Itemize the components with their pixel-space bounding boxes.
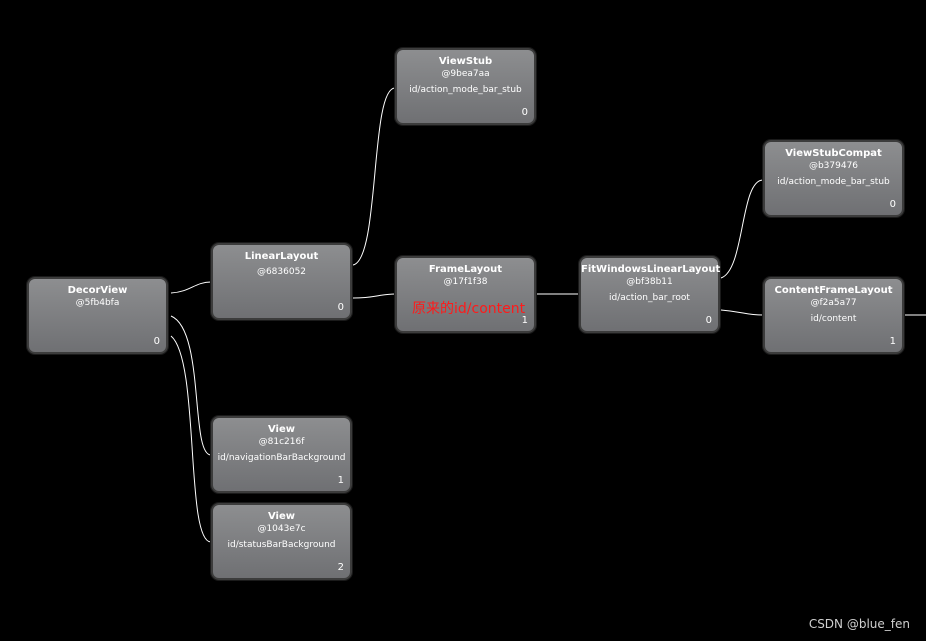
node-index: 0 bbox=[521, 107, 528, 118]
node-title: ViewStub bbox=[438, 56, 493, 67]
node-decorview[interactable]: DecorView @5fb4bfa 0 bbox=[27, 277, 168, 354]
node-index: 0 bbox=[705, 315, 712, 326]
node-hash: @b379476 bbox=[808, 161, 859, 171]
node-title: View bbox=[267, 511, 295, 522]
node-id: id/content bbox=[810, 314, 857, 324]
node-viewstubcompat[interactable]: ViewStubCompat @b379476 id/action_mode_b… bbox=[763, 140, 904, 217]
edge-fitwindows-viewstubcompat bbox=[720, 179, 764, 279]
edge-linearlayout-framelayout bbox=[352, 293, 396, 299]
node-title: DecorView bbox=[67, 285, 128, 296]
node-hash: @5fb4bfa bbox=[75, 298, 120, 308]
node-id: id/action_mode_bar_stub bbox=[409, 85, 522, 95]
node-index: 0 bbox=[889, 199, 896, 210]
edge-linearlayout-viewstub bbox=[352, 87, 396, 266]
node-fitwindowslinearlayout[interactable]: FitWindowsLinearLayout @bf38b11 id/actio… bbox=[579, 256, 720, 333]
node-index: 1 bbox=[889, 336, 896, 347]
node-hash: @bf38b11 bbox=[626, 277, 673, 287]
node-index: 2 bbox=[337, 562, 344, 573]
node-id: id/action_bar_root bbox=[609, 293, 690, 303]
node-hash: @81c216f bbox=[258, 437, 305, 447]
edge-decorview-view-status bbox=[170, 335, 212, 543]
node-title: View bbox=[267, 424, 295, 435]
node-hash: @f2a5a77 bbox=[810, 298, 857, 308]
node-id: id/statusBarBackground bbox=[227, 540, 336, 550]
node-view-statusbar[interactable]: View @1043e7c id/statusBarBackground 2 bbox=[211, 503, 352, 580]
node-index: 1 bbox=[337, 475, 344, 486]
node-hash: @9bea7aa bbox=[441, 69, 490, 79]
node-title: FitWindowsLinearLayout bbox=[581, 264, 721, 275]
edge-fitwindows-contentframe bbox=[720, 309, 764, 316]
node-index: 0 bbox=[337, 302, 344, 313]
csdn-watermark: CSDN @blue_fen bbox=[808, 617, 910, 631]
node-linearlayout[interactable]: LinearLayout @6836052 0 bbox=[211, 243, 352, 320]
node-view-navigationbar[interactable]: View @81c216f id/navigationBarBackground… bbox=[211, 416, 352, 493]
node-title: FrameLayout bbox=[428, 264, 503, 275]
node-id: id/action_mode_bar_stub bbox=[777, 177, 890, 187]
node-framelayout[interactable]: FrameLayout @17f1f38 1 bbox=[395, 256, 536, 333]
node-contentframelayout[interactable]: ContentFrameLayout @f2a5a77 id/content 1 bbox=[763, 277, 904, 354]
node-index: 0 bbox=[153, 336, 160, 347]
node-hash: @1043e7c bbox=[257, 524, 306, 534]
edge-decorview-view-nav bbox=[170, 315, 212, 456]
original-content-annotation: 原来的id/content bbox=[412, 301, 526, 317]
node-viewstub[interactable]: ViewStub @9bea7aa id/action_mode_bar_stu… bbox=[395, 48, 536, 125]
node-id: id/navigationBarBackground bbox=[217, 453, 346, 463]
node-hash: @17f1f38 bbox=[443, 277, 488, 287]
node-hash: @6836052 bbox=[256, 267, 307, 277]
node-index: 1 bbox=[521, 315, 528, 326]
node-title: LinearLayout bbox=[244, 251, 319, 262]
edge-decorview-linearlayout bbox=[170, 281, 212, 294]
node-title: ContentFrameLayout bbox=[774, 285, 893, 296]
node-title: ViewStubCompat bbox=[785, 148, 882, 159]
